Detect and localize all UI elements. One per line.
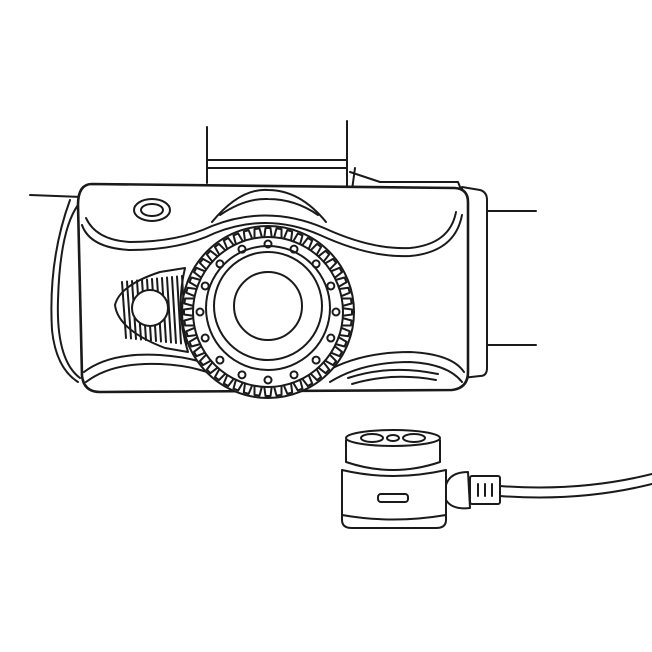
gear-tooth — [183, 317, 196, 327]
gear-tooth — [334, 336, 348, 348]
gear-tooth — [263, 227, 273, 239]
gear-tooth — [263, 385, 273, 397]
gear-tooth — [340, 297, 353, 307]
top-hump — [211, 188, 327, 223]
gear-tooth — [301, 237, 314, 250]
gear-tooth — [188, 336, 202, 348]
gear-tooth — [317, 249, 331, 263]
gear-tooth — [183, 297, 196, 307]
gear-tooth — [253, 384, 263, 397]
gear-tooth — [309, 242, 323, 256]
gear-tooth — [185, 286, 198, 298]
grip-stripe — [121, 281, 127, 339]
top-button — [133, 198, 171, 222]
grip-stripe — [171, 276, 177, 344]
ring-dot — [326, 333, 336, 343]
gear-tooth — [213, 242, 227, 256]
ring-dot — [331, 307, 341, 317]
gear-tooth — [232, 232, 244, 246]
gear-tooth — [213, 368, 227, 382]
ring-dot — [200, 281, 210, 291]
gear-tooth — [330, 266, 343, 279]
gear-tooth — [301, 374, 314, 387]
gear-tooth — [185, 326, 198, 338]
gear-tooth — [338, 286, 351, 298]
ring-dot — [215, 355, 225, 365]
gear-tooth — [292, 232, 304, 246]
gear-tooth — [338, 326, 351, 338]
gear-tooth — [324, 353, 338, 367]
gear-tooth — [242, 382, 254, 395]
bottom-dial — [347, 368, 439, 385]
gear-tooth — [273, 384, 283, 397]
gear-tooth — [330, 345, 343, 358]
gear-tooth — [282, 229, 294, 242]
gear-tooth — [334, 276, 348, 288]
gear-tooth — [193, 266, 206, 279]
ring-dot — [263, 239, 273, 249]
gear-tooth — [193, 345, 206, 358]
gear-tooth — [183, 307, 195, 317]
gear-tooth — [222, 237, 235, 250]
gear-tooth — [324, 257, 338, 271]
mount-bracket — [206, 120, 463, 193]
gear-tooth — [282, 382, 294, 395]
gear-tooth — [198, 257, 212, 271]
ring-dot — [195, 307, 205, 317]
gear-tooth — [317, 361, 331, 375]
gear-tooth — [222, 374, 235, 387]
gear-tooth — [273, 227, 283, 240]
grip-pad — [114, 267, 189, 353]
gear-tooth — [232, 378, 244, 392]
grip-stripe — [176, 275, 182, 345]
gear-tooth — [205, 361, 219, 375]
gear-tooth — [253, 227, 263, 240]
ring-dot — [237, 370, 247, 380]
gear-tooth — [292, 378, 304, 392]
gear-tooth — [205, 249, 219, 263]
lens-assembly — [181, 225, 355, 399]
gear-tooth — [198, 353, 212, 367]
ring-dot — [200, 333, 210, 343]
gear-tooth — [188, 276, 202, 288]
gear-tooth — [341, 307, 353, 317]
grip-stripe — [126, 280, 132, 340]
ring-dot — [311, 355, 321, 365]
ring-dot — [289, 370, 299, 380]
side-rails — [29, 194, 537, 346]
gear-tooth — [309, 368, 323, 382]
grip-stripe — [166, 276, 172, 344]
connector — [341, 429, 652, 529]
gear-tooth — [340, 317, 353, 327]
ring-dot — [326, 281, 336, 291]
gear-tooth — [242, 229, 254, 242]
ring-dot — [263, 375, 273, 385]
